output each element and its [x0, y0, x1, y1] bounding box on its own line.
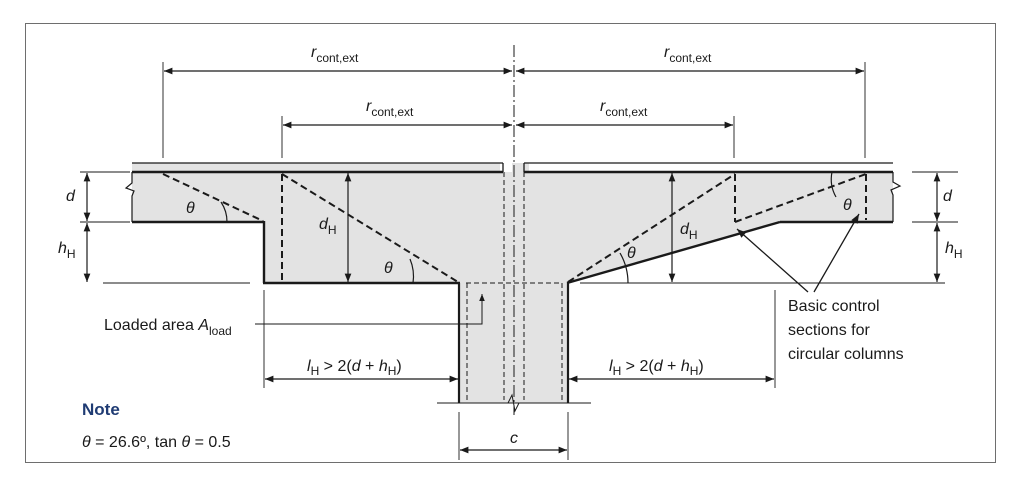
hH-left-label: hH — [58, 240, 76, 261]
control-sections-label-line1: Basic control — [788, 298, 880, 315]
r-inner-left-label: rcont,ext — [366, 98, 414, 119]
r-inner-right-label: rcont,ext — [600, 98, 648, 119]
column-dashed-lines — [503, 172, 525, 400]
extension-lines — [80, 62, 958, 460]
theta-label-2: θ — [384, 260, 393, 277]
figure-frame — [25, 23, 996, 463]
loaded-area-leader — [255, 294, 485, 325]
control-section-dashes — [162, 173, 867, 283]
loaded-area-dashed — [466, 282, 563, 400]
slab-top-lines — [132, 162, 893, 174]
control-section-leader-2 — [813, 213, 860, 293]
control-sections-label-line3: circular columns — [788, 346, 904, 363]
c-label: c — [510, 430, 518, 447]
theta-arcs — [220, 171, 837, 284]
column — [457, 283, 570, 403]
slab-section-fill — [132, 163, 893, 403]
note-heading: Note — [82, 400, 120, 419]
r-outer-left-label: rcont,ext — [311, 44, 359, 65]
right-break-mark — [890, 172, 902, 222]
r-outer-right-label: rcont,ext — [664, 44, 712, 65]
left-break-mark — [124, 172, 135, 222]
dH-left-label: dH — [319, 216, 337, 237]
theta-label-4: θ — [843, 197, 852, 214]
hH-right-label: hH — [945, 240, 963, 261]
dH-right-label: dH — [680, 221, 698, 242]
column-break-mark — [507, 393, 520, 413]
note-equation: θ = 26.6º, tan θ = 0.5 — [82, 434, 231, 451]
d-left-label: d — [66, 188, 76, 205]
control-sections-label-line2: sections for — [788, 322, 870, 339]
control-section-leader-1 — [736, 228, 809, 293]
lH-left-label: lH > 2(d + hH) — [307, 358, 402, 378]
left-head-outline — [132, 220, 460, 285]
d-right-label: d — [943, 188, 953, 205]
theta-label-1: θ — [186, 200, 195, 217]
theta-label-3: θ — [627, 245, 636, 262]
dimension-arrows — [83, 67, 941, 454]
loaded-area-label: Loaded area Aload — [104, 317, 232, 338]
lH-right-label: lH > 2(d + hH) — [609, 358, 704, 378]
